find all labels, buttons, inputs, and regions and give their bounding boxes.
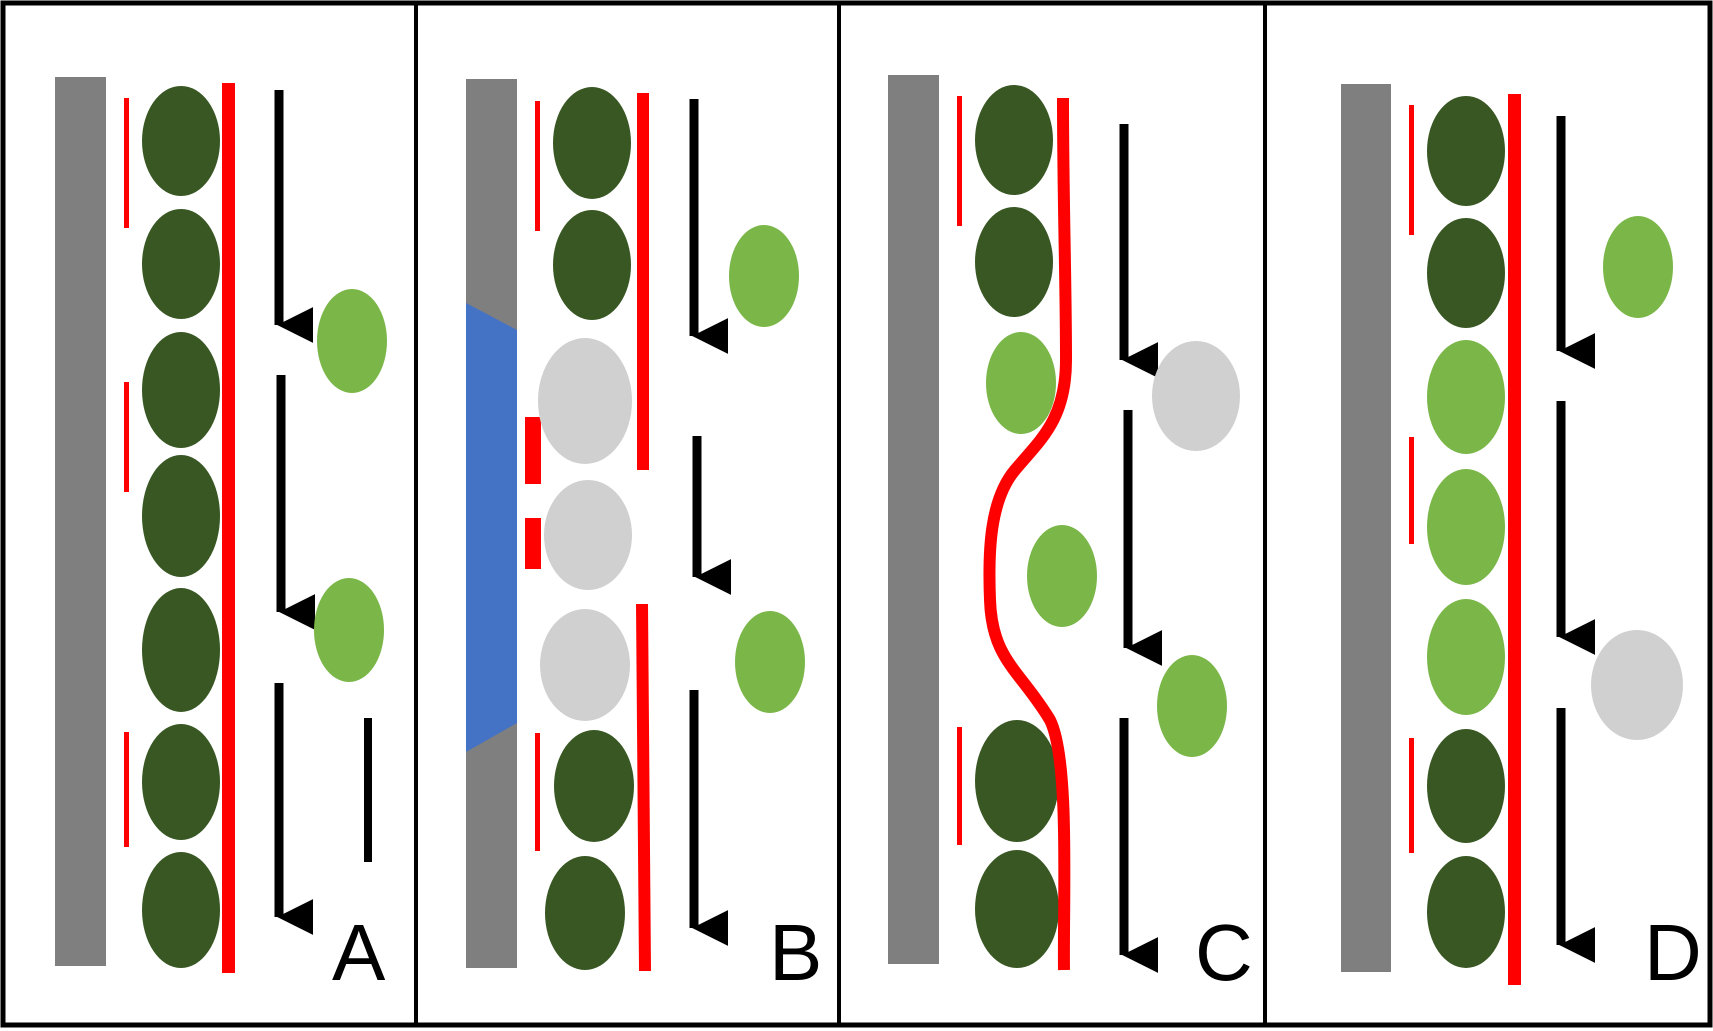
attached-cell bbox=[553, 210, 631, 320]
detached-cell bbox=[1157, 655, 1227, 757]
detached-cell bbox=[1603, 216, 1673, 318]
membrane-line bbox=[1508, 94, 1521, 985]
panel-d: D bbox=[1341, 84, 1702, 997]
damaged-wall-region bbox=[466, 303, 517, 752]
short-membrane-segment bbox=[535, 101, 540, 231]
short-membrane-segment bbox=[124, 382, 129, 492]
membrane-fragment bbox=[525, 417, 541, 484]
attached-cell bbox=[975, 850, 1059, 968]
deformed-membrane-line bbox=[983, 97, 1073, 971]
short-membrane-segment bbox=[124, 732, 129, 847]
attached-cell bbox=[142, 86, 220, 196]
dead-cell bbox=[1152, 341, 1240, 451]
attached-cell bbox=[975, 720, 1059, 842]
attached-cell bbox=[975, 207, 1053, 317]
membrane-line bbox=[637, 93, 649, 470]
vessel-wall bbox=[55, 77, 106, 966]
membrane-line bbox=[222, 83, 235, 973]
attached-cell bbox=[553, 87, 631, 199]
attached-cell bbox=[142, 724, 220, 840]
dead-cell bbox=[538, 338, 632, 464]
attached-cell bbox=[975, 85, 1053, 195]
attached-cell bbox=[142, 332, 220, 448]
short-membrane-segment bbox=[957, 727, 962, 845]
attached-cell bbox=[1427, 96, 1505, 206]
vessel-wall bbox=[888, 75, 939, 964]
short-membrane-segment bbox=[124, 98, 129, 228]
detached-cell bbox=[1427, 469, 1505, 585]
black-bar bbox=[364, 718, 372, 862]
panel-label: A bbox=[332, 908, 386, 997]
dead-cell bbox=[1591, 630, 1683, 740]
membrane-line bbox=[636, 604, 651, 971]
panel-label: D bbox=[1644, 908, 1702, 997]
panel-label: B bbox=[769, 908, 822, 997]
short-membrane-segment bbox=[535, 733, 540, 851]
detached-cell bbox=[729, 225, 799, 327]
attached-cell bbox=[142, 852, 220, 968]
dead-cell bbox=[544, 480, 632, 590]
panel-a: A bbox=[55, 77, 387, 997]
attached-cell bbox=[142, 209, 220, 319]
attached-cell bbox=[142, 455, 220, 577]
attached-cell bbox=[545, 856, 625, 970]
panel-label: C bbox=[1195, 908, 1253, 997]
short-membrane-segment bbox=[1409, 437, 1414, 544]
dead-cell bbox=[540, 609, 630, 721]
detached-cell bbox=[986, 332, 1056, 434]
attached-cell bbox=[1427, 218, 1505, 328]
detached-cell bbox=[1427, 340, 1505, 454]
detached-cell bbox=[735, 611, 805, 713]
panel-c: C bbox=[888, 75, 1253, 997]
short-membrane-segment bbox=[957, 96, 962, 226]
attached-cell bbox=[142, 588, 220, 712]
detached-cell bbox=[1427, 599, 1505, 715]
detached-cell bbox=[317, 289, 387, 393]
attached-cell bbox=[1427, 729, 1505, 843]
attached-cell bbox=[1427, 856, 1505, 968]
panel-b: B bbox=[466, 79, 822, 997]
attached-cell bbox=[554, 730, 634, 842]
short-membrane-segment bbox=[1409, 105, 1414, 235]
vessel-wall bbox=[1341, 84, 1391, 972]
short-membrane-segment bbox=[1409, 738, 1414, 853]
membrane-fragment bbox=[525, 518, 541, 569]
detached-cell bbox=[1027, 525, 1097, 627]
detached-cell bbox=[314, 578, 384, 682]
